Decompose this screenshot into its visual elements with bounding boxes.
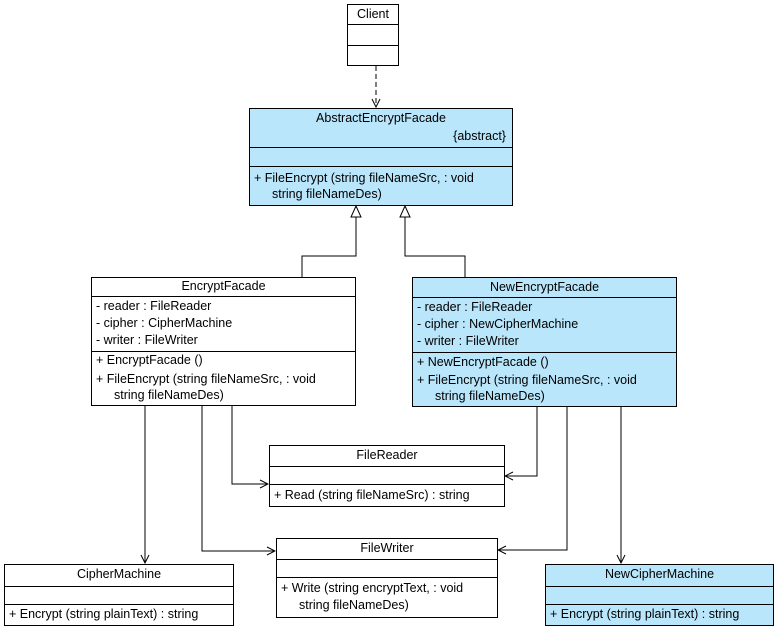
operation-constructor: + EncryptFacade (): [96, 353, 203, 367]
class-encrypt-facade[interactable]: EncryptFacade - reader : FileReader - ci…: [91, 277, 356, 406]
stereotype-label: {abstract}: [453, 129, 506, 143]
attribute-writer: - writer : FileWriter: [96, 333, 198, 347]
generalization-arrowhead-right: [399, 204, 411, 218]
attribute-cipher: - cipher : CipherMachine: [96, 316, 233, 330]
attributes-section: [92, 296, 355, 297]
association-new-facade-writer: [498, 406, 568, 550]
class-abstract-encrypt-facade[interactable]: AbstractEncryptFacade {abstract} + FileE…: [249, 108, 513, 206]
attribute-reader: - reader : FileReader: [417, 300, 533, 314]
operation-encrypt: + Encrypt (string plainText) : string: [9, 607, 199, 621]
generalization-arrowhead-left: [350, 204, 362, 218]
attribute-cipher: - cipher : NewCipherMachine: [417, 317, 579, 331]
generalization-line-new-encrypt-facade: [404, 216, 466, 277]
operation-encrypt: + Encrypt (string plainText) : string: [550, 607, 740, 621]
operations-section: [348, 45, 398, 46]
operation-write-continued: string fileNameDes): [299, 598, 409, 612]
class-client[interactable]: Client: [347, 4, 399, 66]
operations-section: [413, 352, 676, 353]
class-new-cipher-machine[interactable]: NewCipherMachine + Encrypt (string plain…: [545, 564, 774, 626]
class-name: NewCipherMachine: [604, 567, 715, 581]
operations-section: [546, 604, 773, 605]
operation-write: + Write (string encryptText, : void: [281, 581, 464, 595]
operation-file-encrypt-continued: string fileNameDes): [272, 187, 382, 201]
operation-read: + Read (string fileNameSrc) : string: [274, 488, 470, 502]
attributes-section: [546, 586, 773, 587]
operation-file-encrypt: + FileEncrypt (string fileNameSrc, : voi…: [96, 372, 316, 386]
operation-file-encrypt: + FileEncrypt (string fileNameSrc, : voi…: [417, 373, 637, 387]
attributes-section: [5, 586, 233, 587]
attributes-section: [348, 24, 398, 25]
association-encrypt-facade-writer: [201, 405, 275, 551]
attributes-section: [250, 147, 512, 148]
operations-section: [250, 166, 512, 167]
operation-file-encrypt-continued: string fileNameDes): [435, 389, 545, 403]
attributes-section: [413, 297, 676, 298]
attribute-writer: - writer : FileWriter: [417, 334, 519, 348]
generalization-line-encrypt-facade: [301, 216, 357, 277]
operations-section: [5, 604, 233, 605]
class-file-reader[interactable]: FileReader + Read (string fileNameSrc) :…: [269, 445, 505, 507]
attributes-section: [277, 559, 497, 560]
class-name: EncryptFacade: [181, 279, 266, 293]
operation-constructor: + NewEncryptFacade (): [417, 355, 549, 369]
operations-section: [92, 351, 355, 352]
class-name: Client: [357, 7, 389, 21]
operation-file-encrypt: + FileEncrypt (string fileNameSrc, : voi…: [254, 171, 474, 185]
operation-file-encrypt-continued: string fileNameDes): [114, 388, 224, 402]
attribute-reader: - reader : FileReader: [96, 299, 212, 313]
association-encrypt-facade-reader: [231, 405, 268, 484]
operations-section: [277, 577, 497, 578]
class-name: FileWriter: [360, 541, 414, 555]
class-name: AbstractEncryptFacade: [316, 111, 446, 125]
class-name: FileReader: [356, 448, 418, 462]
class-name: NewEncryptFacade: [489, 280, 600, 294]
class-cipher-machine[interactable]: CipherMachine + Encrypt (string plainTex…: [4, 564, 234, 626]
attributes-section: [270, 466, 504, 467]
class-file-writer[interactable]: FileWriter + Write (string encryptText, …: [276, 538, 498, 618]
class-new-encrypt-facade[interactable]: NewEncryptFacade - reader : FileReader -…: [412, 277, 677, 407]
association-new-facade-reader: [505, 406, 538, 476]
class-name: CipherMachine: [76, 567, 162, 581]
operations-section: [270, 484, 504, 485]
